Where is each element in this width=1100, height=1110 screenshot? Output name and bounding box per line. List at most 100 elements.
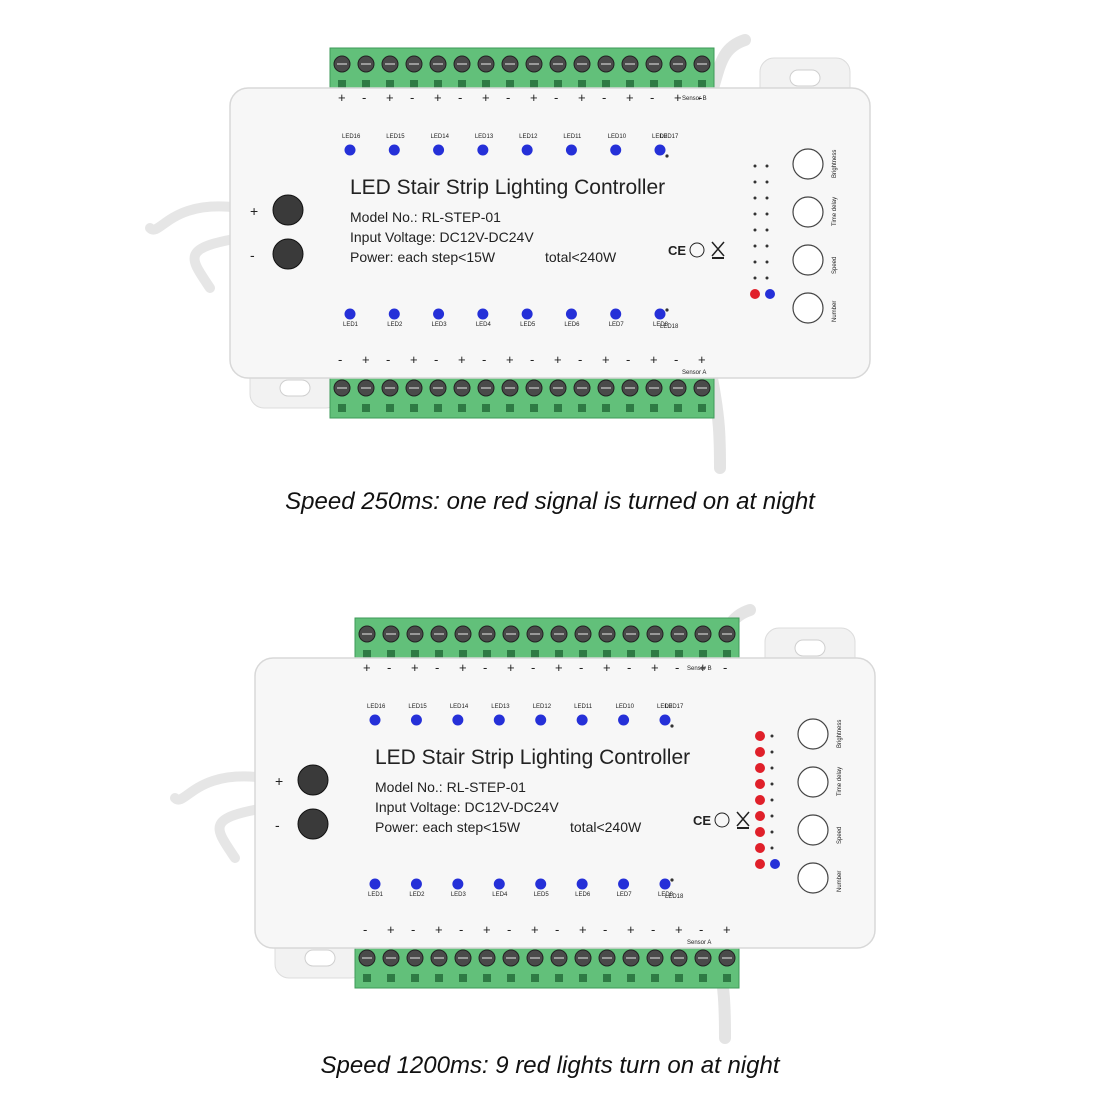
- led-label-top: LED9: [657, 704, 673, 710]
- polarity-label-bottom: -: [651, 922, 655, 937]
- terminal-block-top: [354, 617, 740, 665]
- polarity-label-bottom: +: [458, 352, 466, 367]
- button-label-3: Number: [837, 871, 843, 892]
- dark-indicator: [765, 276, 769, 280]
- polarity-label-bottom: +: [531, 922, 539, 937]
- terminal-hole: [698, 404, 706, 412]
- dark-indicator: [770, 846, 774, 850]
- led-label-top: LED13: [475, 134, 494, 140]
- button-label-3: Number: [832, 301, 838, 322]
- polarity-label-bottom: +: [387, 922, 395, 937]
- terminal-hole: [554, 80, 562, 88]
- panel-1: +--++--++--++--++--++--++--++--+Sensor B…: [0, 0, 1100, 550]
- terminal-hole: [435, 974, 443, 982]
- voltage-text: Input Voltage: DC12V-DC24V: [375, 799, 559, 815]
- controller-svg-1: +--++--++--++--++--++--++--++--+Sensor B…: [145, 34, 871, 474]
- polarity-label-bottom: +: [698, 352, 706, 367]
- power-screw-minus: [297, 808, 329, 840]
- led-indicator-top: [493, 714, 505, 726]
- polarity-label-bottom: +: [435, 922, 443, 937]
- led-label-bottom: LED6: [575, 892, 591, 898]
- led18-label: LED18: [665, 894, 684, 900]
- polarity-label-bottom: +: [410, 352, 418, 367]
- ce-mark: CE: [693, 813, 711, 828]
- dark-indicator: [770, 750, 774, 754]
- terminal-hole: [699, 974, 707, 982]
- controller-device-2: +--++--++--++--++--++--++--++--+Sensor B…: [170, 604, 955, 1050]
- terminal-block-bottom: [329, 371, 715, 419]
- led-indicator-bottom: [477, 308, 489, 320]
- panel-2: +--++--++--++--++--++--++--++--+Sensor B…: [0, 560, 1100, 1110]
- led-label-bottom: LED3: [451, 892, 467, 898]
- polarity-label-top: -: [435, 660, 439, 675]
- red-indicator: [755, 747, 765, 757]
- led17-label: LED17: [660, 134, 679, 140]
- sensor-a-label: Sensor A: [687, 940, 711, 946]
- dark-indicator: [765, 244, 769, 248]
- polarity-label-bottom: -: [411, 922, 415, 937]
- blue-indicator: [765, 289, 775, 299]
- mount-hole-top: [789, 69, 821, 87]
- led-label-top: LED11: [563, 134, 582, 140]
- controller-device-1: +--++--++--++--++--++--++--++--+Sensor B…: [145, 34, 950, 480]
- button-label-0: Brightness: [837, 720, 843, 748]
- polarity-label-top: -: [675, 660, 679, 675]
- terminal-hole: [387, 650, 395, 658]
- controller-body: [229, 87, 871, 379]
- controller-group: +--++--++--++--++--++--++--++--+Sensor B…: [145, 34, 871, 474]
- led-label-top: LED15: [386, 134, 405, 140]
- terminal-hole: [530, 404, 538, 412]
- polarity-label-top: -: [410, 90, 414, 105]
- dark-indicator: [770, 798, 774, 802]
- polarity-label-bottom: -: [459, 922, 463, 937]
- dark-indicator: [770, 814, 774, 818]
- voltage-text: Input Voltage: DC12V-DC24V: [350, 229, 534, 245]
- led-indicator-bottom: [452, 878, 464, 890]
- led-indicator-top: [654, 144, 666, 156]
- terminal-hole: [651, 650, 659, 658]
- controller-body: [254, 657, 876, 949]
- power-plus-label: +: [250, 203, 258, 219]
- dark-indicator: [753, 212, 757, 216]
- led-label-bottom: LED3: [432, 322, 448, 328]
- led-label-bottom: LED4: [492, 892, 508, 898]
- led-indicator-bottom: [659, 878, 671, 890]
- terminal-hole: [674, 80, 682, 88]
- terminal-hole: [602, 80, 610, 88]
- terminal-hole: [651, 974, 659, 982]
- button-1: [797, 766, 829, 798]
- terminal-hole: [602, 404, 610, 412]
- polarity-label-bottom: -: [482, 352, 486, 367]
- led-label-top: LED12: [533, 704, 552, 710]
- polarity-label-bottom: +: [554, 352, 562, 367]
- polarity-label-top: -: [458, 90, 462, 105]
- polarity-label-bottom: -: [578, 352, 582, 367]
- polarity-label-bottom: -: [699, 922, 703, 937]
- polarity-label-top: -: [627, 660, 631, 675]
- led-indicator-bottom: [410, 878, 422, 890]
- terminal-hole: [698, 80, 706, 88]
- polarity-label-top: +: [699, 660, 707, 675]
- device-title: LED Stair Strip Lighting Controller: [350, 176, 665, 199]
- red-indicator: [755, 843, 765, 853]
- led-label-bottom: LED8: [658, 892, 674, 898]
- led-indicator-top: [388, 144, 400, 156]
- polarity-label-top: -: [554, 90, 558, 105]
- terminal-hole: [650, 404, 658, 412]
- button-2: [792, 244, 824, 276]
- model-text: Model No.: RL-STEP-01: [375, 779, 526, 795]
- led-indicator-top: [344, 144, 356, 156]
- terminal-hole: [483, 974, 491, 982]
- polarity-label-top: -: [506, 90, 510, 105]
- led-label-top: LED14: [431, 134, 450, 140]
- terminal-hole: [530, 80, 538, 88]
- power-cable-1: [145, 201, 245, 235]
- polarity-label-bottom: +: [627, 922, 635, 937]
- led-indicator-bottom: [493, 878, 505, 890]
- polarity-label-top: -: [650, 90, 654, 105]
- button-0: [792, 148, 824, 180]
- led-label-top: LED9: [652, 134, 668, 140]
- terminal-hole: [554, 404, 562, 412]
- terminal-hole: [723, 650, 731, 658]
- caption-2: Speed 1200ms: 9 red lights turn on at ni…: [320, 1052, 780, 1079]
